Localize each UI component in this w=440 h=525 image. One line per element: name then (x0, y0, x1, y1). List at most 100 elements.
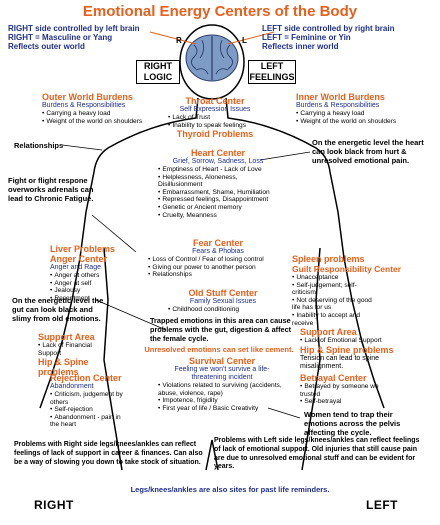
rejection-item: Criticism, judgement by others (50, 391, 130, 406)
header-left-line1: RIGHT side controlled by left brain (8, 24, 140, 33)
gut-note: On the energetic level the gut can look … (12, 296, 104, 323)
inner-world-item: Weight of the world on shoulders (296, 118, 406, 126)
support-left-title: Support Area (38, 332, 95, 342)
fear-item: Loss of Control / Fear of losing control (148, 256, 288, 264)
betrayal-item: Self-betrayal (300, 398, 380, 406)
support-right-title: Support Area (300, 327, 357, 337)
cement-note: Unresolved emotions can set like cement. (144, 345, 294, 354)
support-left-footer: Hip & Spine problems (38, 357, 89, 378)
brain-icon (185, 34, 239, 82)
spleen-title: Spleen problems (292, 254, 365, 264)
inner-world-title: Inner World Burdens (296, 92, 385, 102)
outer-world-subtitle: Burdens & Responsibilities (42, 102, 126, 109)
survival-subtitle: Feeling we won't survive a life-threaten… (174, 366, 270, 381)
trapped-note: Trapped emotions in this area can cause … (150, 316, 292, 343)
left-feelings-box: LEFT FEELINGS (248, 60, 296, 84)
spleen-item: Unacceptance (292, 274, 374, 282)
past-life-note: Legs/knees/ankles are also sites for pas… (130, 485, 330, 494)
heart-note: On the energetic level the heart can loo… (312, 138, 424, 165)
heart-item: Cruelty, Meanness (158, 212, 278, 220)
header-right: LEFT side controlled by right brain LEFT… (262, 24, 440, 51)
spleen-item: Not deserving of the good life has for u… (292, 297, 374, 312)
heart-item: Genetic or Ancient memory (158, 204, 278, 212)
liver-title: Liver Problems (50, 244, 116, 254)
rejection-subtitle: Abandonment (50, 383, 94, 390)
liver-item: Jealousy (50, 287, 130, 295)
header-right-line1: LEFT side controlled by right brain (262, 24, 395, 33)
throat-item: Lack of Trust (168, 114, 262, 122)
inner-world-item: Carrying a heavy load (296, 110, 406, 118)
survival-item: Impotence, frigidity (158, 397, 286, 405)
throat-footer: Thyroid Problems (176, 129, 254, 140)
old-stuff-section: Old Stuff Center Family Sexual Issues Ch… (168, 288, 278, 314)
bottom-right-note: Problems with Left side legs/knees/ankle… (214, 437, 420, 471)
heart-section: Heart Center Grief, Sorrow, Sadness, Los… (158, 148, 278, 219)
brain-letter-r: R (176, 36, 182, 45)
heart-subtitle: Grief, Sorrow, Sadness, Loss (172, 158, 264, 165)
betrayal-item: Betrayed by someone we trusted (300, 383, 380, 398)
support-right-item: Lack of Emotional Support (300, 337, 420, 345)
inner-world-subtitle: Burdens & Responsibilities (296, 102, 380, 109)
brain-letter-l: L (242, 36, 247, 45)
header-right-line2: LEFT = Feminine or Yin (262, 33, 351, 42)
page-title: Emotional Energy Centers of the Body (82, 3, 358, 20)
old-stuff-subtitle: Family Sexual Issues (189, 298, 257, 305)
fear-subtitle: Fears & Phobias (192, 248, 244, 255)
survival-item: Violations related to surviving (acciden… (158, 382, 286, 397)
fight-note: Fight or flight respone overworks adrena… (8, 176, 94, 203)
support-left-section: Support Area Lack of Financial Support H… (38, 332, 128, 377)
old-stuff-title: Old Stuff Center (188, 288, 258, 298)
rejection-item: Abandonment - pain in the heart (50, 414, 130, 429)
rejection-item: Self-rejection (50, 406, 130, 414)
throat-item: Inability to speak feelings (168, 122, 262, 130)
bottom-left-note: Problems with Right side legs/knees/ankl… (14, 441, 203, 466)
guilt-center-title: Guilt Responsibility Center (292, 264, 402, 274)
header-left-line2: RIGHT = Masculine or Yang (8, 33, 113, 42)
outer-world-title: Outer World Burdens (42, 92, 133, 102)
fear-title: Fear Center (192, 238, 244, 248)
header-right-line3: Reflects inner world (262, 42, 339, 51)
old-stuff-item: Childhood conditioning (168, 306, 278, 314)
anger-subtitle: Anger and Rage (50, 264, 101, 271)
liver-section: Liver Problems Anger Center Anger and Ra… (50, 244, 130, 302)
survival-section: Survival Center Feeling we won't survive… (158, 356, 286, 412)
spleen-section: Spleen problems Guilt Responsibility Cen… (292, 254, 412, 327)
right-logic-box: RIGHT LOGIC (136, 60, 180, 84)
fear-section: Fear Center Fears & Phobias Loss of Cont… (148, 238, 288, 279)
throat-subtitle: Self Expression Issues (179, 106, 251, 113)
heart-item: Helplessness, Aloneness, Disillusionment (158, 174, 278, 189)
rejection-title: Rejection Center (50, 373, 122, 383)
fear-item: Relationships (148, 271, 288, 279)
survival-title: Survival Center (188, 356, 256, 366)
betrayal-title: Betrayal Center (300, 373, 367, 383)
outer-world-item: Carrying a heavy load (42, 110, 152, 118)
spleen-item: Self-judgement; self-criticism (292, 282, 374, 297)
header-left: RIGHT side controlled by left brain RIGH… (8, 24, 193, 51)
right-label: RIGHT (34, 498, 74, 512)
support-right-section: Support Area Lack of Emotional Support H… (300, 327, 420, 371)
women-note: Women tend to trap their emotions across… (304, 410, 401, 437)
header-left-line3: Reflects outer world (8, 42, 85, 51)
fear-item: Giving our power to another person (148, 264, 288, 272)
throat-title: Throat Center (185, 96, 245, 106)
support-right-footer: Hip & Spine problems (300, 344, 394, 355)
support-left-item: Lack of Financial Support (38, 342, 92, 357)
relationships-label: Relationships (14, 141, 64, 150)
betrayal-section: Betrayal Center Betrayed by someone we t… (300, 373, 380, 406)
anger-center-title: Anger Center (50, 254, 108, 264)
heart-item: Repressed feelings, Disappointment (158, 196, 278, 204)
inner-world-section: Inner World Burdens Burdens & Responsibi… (296, 92, 406, 125)
left-label: LEFT (366, 498, 398, 512)
heart-title: Heart Center (190, 148, 246, 158)
heart-item: Embarrassment, Shame, Humiliation (158, 189, 278, 197)
outer-world-item: Weight of the world on shoulders (42, 118, 152, 126)
survival-item: First year of life / Basic Creativity (158, 405, 286, 413)
rejection-section: Rejection Center Abandonment Criticism, … (50, 373, 130, 429)
throat-section: Throat Center Self Expression Issues Lac… (168, 96, 262, 139)
liver-item: Resentment (50, 295, 130, 303)
outer-world-section: Outer World Burdens Burdens & Responsibi… (42, 92, 152, 125)
heart-item: Emptiness of Heart - Lack of Love (158, 166, 278, 174)
tension-note: Tension can lead to spine misalignment. (300, 354, 379, 370)
liver-item: Anger at others (50, 272, 130, 280)
